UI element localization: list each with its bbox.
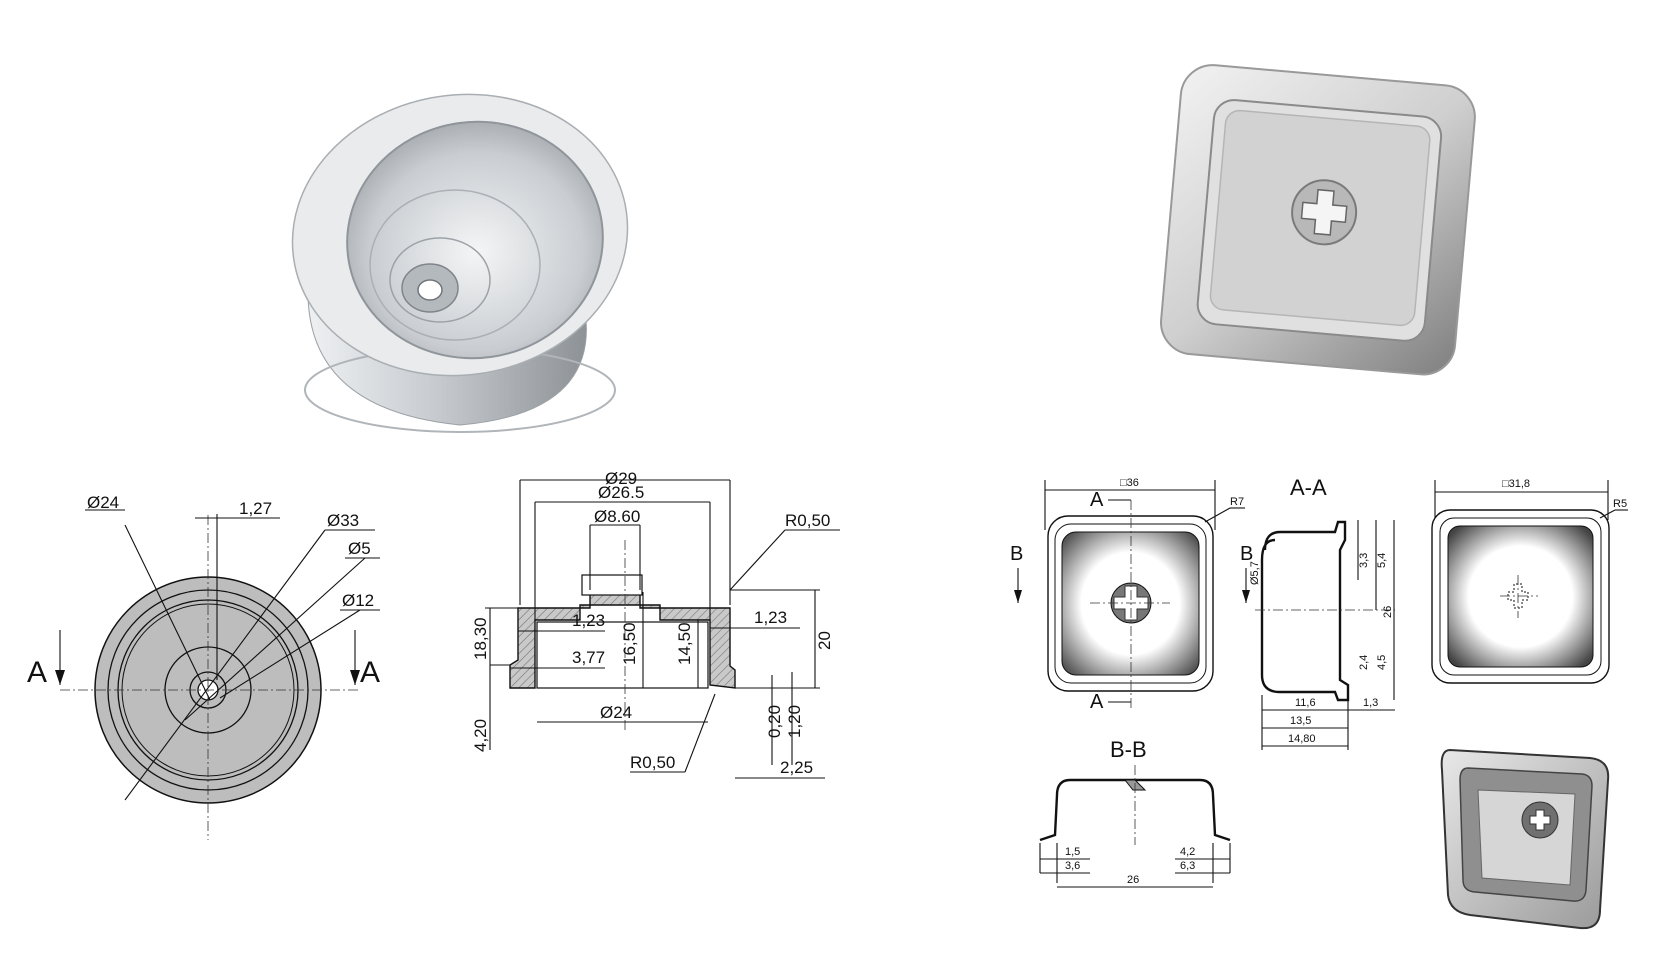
dim-d5: Ø5 (348, 539, 371, 558)
dim-5-4: 5,4 (1376, 553, 1388, 568)
dim-4-2: 4,2 (1180, 846, 1195, 858)
dim-r050-top: R0,50 (785, 511, 830, 530)
dim-d12: Ø12 (342, 591, 374, 610)
dim-d33: Ø33 (327, 511, 359, 530)
round-top-view-drawing: Ø24 1,27 Ø33 Ø5 Ø12 A A (15, 470, 380, 840)
square-cup-photo (1155, 60, 1485, 390)
dim-6-3: 6,3 (1180, 860, 1195, 872)
dim-1-5: 1,5 (1065, 846, 1080, 858)
round-section-view-drawing: Ø29 Ø26.5 Ø8.60 R0,50 18,30 4,20 1,23 3,… (471, 469, 910, 830)
dim-3-6: 3,6 (1065, 860, 1080, 872)
dim-r5: R5 (1613, 498, 1627, 510)
dim-1-20: 1,20 (785, 705, 804, 738)
dim-18-30: 18,30 (471, 617, 490, 660)
mark-a-bottom: A (1090, 691, 1104, 713)
dim-d24: Ø24 (87, 493, 119, 512)
square-cup-cross-hole (1291, 179, 1358, 246)
section-body (509, 591, 736, 689)
dim-1-23-left: 1,23 (572, 611, 605, 630)
dim-13-5: 13,5 (1290, 715, 1311, 727)
dim-1-23-right: 1,23 (754, 608, 787, 627)
section-mark-left: A (27, 656, 47, 689)
dim-2-4: 2,4 (1358, 655, 1370, 670)
dim-square36: □36 (1120, 477, 1139, 489)
dim-3-77: 3,77 (572, 648, 605, 667)
section-aa-title: A-A (1290, 475, 1327, 500)
dim-26-bb: 26 (1127, 874, 1139, 886)
square-back-view-drawing: □31,8 R5 (1410, 470, 1630, 710)
section-bb-drawing: B-B 1,5 4,2 3,6 6,3 26 (1025, 735, 1255, 890)
dim-1-27: 1,27 (239, 499, 272, 518)
dim-11-6: 11,6 (1295, 697, 1316, 709)
mark-b-left: B (1010, 543, 1023, 565)
section-mark-right: A (360, 656, 380, 689)
dim-4-5: 4,5 (1376, 655, 1388, 670)
dim-0-20: 0,20 (765, 705, 784, 738)
dim-2-25: 2,25 (780, 758, 813, 777)
dim-r7: R7 (1230, 496, 1244, 508)
dim-d8-60: Ø8.60 (594, 507, 640, 526)
square-front-view-drawing: □36 R7 A A B B (1010, 470, 1260, 720)
section-aa-profile (1260, 520, 1350, 702)
dim-14-50: 14,50 (675, 622, 694, 665)
dim-d24-bottom: Ø24 (600, 703, 632, 722)
dim-r050-bottom: R0,50 (630, 753, 675, 772)
dim-14-80: 14,80 (1288, 733, 1316, 745)
dim-d29: Ø29 (605, 469, 637, 488)
dim-26-aa: 26 (1382, 606, 1394, 618)
dim-4-20: 4,20 (471, 719, 490, 752)
dim-square31-8: □31,8 (1502, 478, 1530, 490)
section-aa-drawing: A-A Ø5,7 3,3 5,4 26 2,4 4,5 11,6 1,3 13,… (1249, 470, 1400, 770)
round-cup-hole (417, 279, 443, 301)
section-bb-title: B-B (1110, 737, 1147, 762)
dim-3-3: 3,3 (1358, 553, 1370, 568)
dim-1-3: 1,3 (1363, 697, 1378, 709)
round-cup-photo (280, 90, 660, 450)
dim-d26-5: Ø26.5 (598, 483, 644, 502)
square-cup-render (1430, 730, 1620, 930)
dim-20: 20 (815, 631, 834, 650)
mark-b-right: B (1240, 543, 1253, 565)
dim-d5-7: Ø5,7 (1249, 561, 1261, 585)
mark-a-top: A (1090, 489, 1104, 511)
dim-16-50: 16,50 (620, 622, 639, 665)
